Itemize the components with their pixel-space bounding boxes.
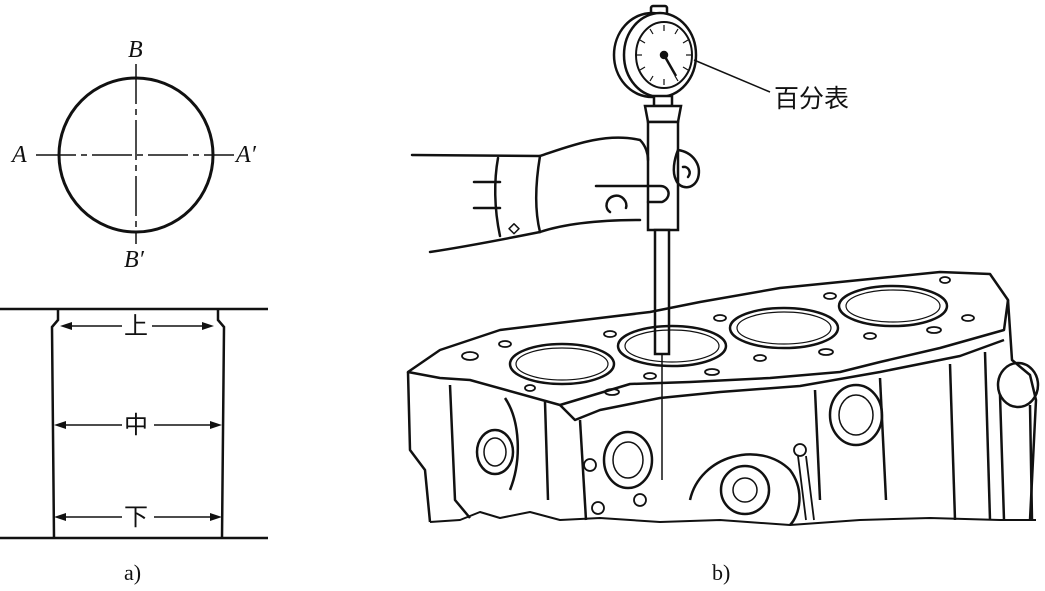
- label-middle: 中: [124, 411, 148, 439]
- label-b-top: B: [128, 37, 143, 63]
- gauge-handle: [646, 120, 680, 232]
- deck-holes: [461, 276, 975, 396]
- bore-3-inner: [736, 311, 832, 345]
- bore-1: [508, 342, 616, 386]
- bore-4-inner: [845, 289, 941, 323]
- bolt-3: [633, 493, 647, 507]
- dial-gauge: [612, 4, 698, 480]
- rib-2: [503, 397, 519, 491]
- arrow-lower: [54, 513, 222, 521]
- caption-a: a): [124, 560, 142, 585]
- bore-2: [616, 324, 728, 368]
- rib-4: [578, 419, 588, 521]
- front-face-left: [406, 371, 432, 523]
- port-left: [475, 428, 515, 476]
- cuff: [534, 154, 542, 234]
- sleeve-bottom: [428, 230, 542, 254]
- gauge-ticks: [636, 25, 692, 85]
- label-b-bottom: B′: [124, 247, 144, 273]
- label-a-left: A: [12, 142, 27, 168]
- port-center-inner: [612, 441, 644, 479]
- port-right: [828, 383, 884, 447]
- gauge-neck: [652, 94, 674, 108]
- cylinder-top-view: [36, 64, 234, 244]
- bore-2-inner: [624, 329, 720, 363]
- palm: [538, 218, 642, 234]
- bolt-4: [793, 443, 807, 457]
- bolt-1: [583, 458, 597, 472]
- stud: [797, 455, 815, 521]
- sleeve-top: [410, 153, 542, 158]
- gauge-hub: [659, 50, 669, 60]
- cuff-fold: [493, 156, 502, 238]
- bolt-2: [591, 501, 605, 515]
- crank-boss-inner: [732, 477, 758, 503]
- front-face-right-edge: [1006, 299, 1038, 521]
- bore-3: [728, 306, 840, 350]
- label-upper: 上: [124, 312, 148, 340]
- deck-outline: [406, 270, 1010, 407]
- label-dial-gauge: 百分表: [774, 84, 850, 113]
- rib-5: [813, 389, 822, 501]
- front-face-top: [559, 338, 1005, 422]
- gauge-leader-line: [693, 59, 771, 93]
- gauge-rod: [653, 228, 671, 356]
- left-wall: [50, 309, 60, 539]
- thumb: [672, 148, 701, 189]
- port-center: [602, 430, 654, 490]
- side-bracket-arm: [998, 394, 1034, 521]
- arrow-middle: [54, 421, 222, 429]
- hand: [410, 136, 701, 254]
- rib-3: [543, 401, 550, 501]
- crank-housing: [688, 453, 801, 526]
- bottom-edge: [429, 511, 1036, 526]
- rib-8: [983, 351, 992, 521]
- gauge-collar: [643, 104, 683, 124]
- arrow-upper: [60, 322, 214, 330]
- label-a-right: A′: [236, 142, 256, 168]
- cuff-button: [508, 223, 520, 235]
- rib-1: [448, 384, 471, 519]
- label-lower: 下: [124, 503, 148, 531]
- caption-b: b): [712, 560, 731, 585]
- port-left-inner: [483, 437, 507, 467]
- finger-1: [594, 184, 670, 204]
- port-right-inner: [838, 394, 874, 436]
- thumb-nail: [681, 165, 691, 179]
- right-wall: [216, 309, 226, 539]
- side-bracket: [996, 361, 1040, 409]
- cylinder-section: [0, 307, 268, 540]
- bore-1-inner: [515, 347, 609, 381]
- bore-4: [837, 284, 949, 328]
- crank-boss: [719, 464, 771, 516]
- rib-7: [948, 363, 957, 521]
- finger-2: [605, 194, 628, 214]
- engine-block: [406, 270, 1040, 526]
- hand-back: [538, 136, 650, 162]
- rib-6: [878, 377, 888, 501]
